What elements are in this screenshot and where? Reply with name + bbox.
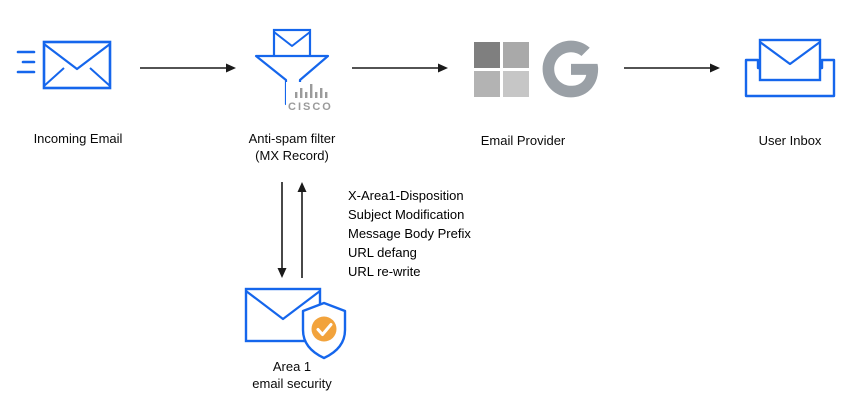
annotation-line: URL defang <box>348 245 417 260</box>
antispam-label: Anti-spam filter (MX Record) <box>248 131 336 163</box>
area1-label: Area 1 email security <box>252 359 332 391</box>
annotation-line: Message Body Prefix <box>348 226 471 241</box>
annotation-list: X-Area1-Disposition Subject Modification… <box>348 186 471 281</box>
microsoft-logo-icon <box>474 42 530 98</box>
arrow-down-up-icon <box>272 182 312 278</box>
svg-text:CISCO: CISCO <box>288 101 333 113</box>
arrow-right-icon <box>140 62 236 74</box>
incoming-email-label: Incoming Email <box>33 131 123 146</box>
user-inbox-icon <box>742 38 838 102</box>
annotation-line: URL re-write <box>348 264 421 279</box>
cisco-logo: CISCO <box>286 82 340 113</box>
annotation-line: X-Area1-Disposition <box>348 188 464 203</box>
email-provider-label: Email Provider <box>480 133 566 148</box>
google-logo-icon <box>540 38 602 100</box>
area1-shield-check-icon <box>242 283 352 361</box>
arrow-right-icon <box>352 62 448 74</box>
annotation-line: Subject Modification <box>348 207 465 222</box>
incoming-email-icon <box>16 36 116 98</box>
antispam-funnel-icon: CISCO <box>242 26 352 122</box>
arrow-right-icon <box>624 62 720 74</box>
user-inbox-label: User Inbox <box>758 133 822 148</box>
